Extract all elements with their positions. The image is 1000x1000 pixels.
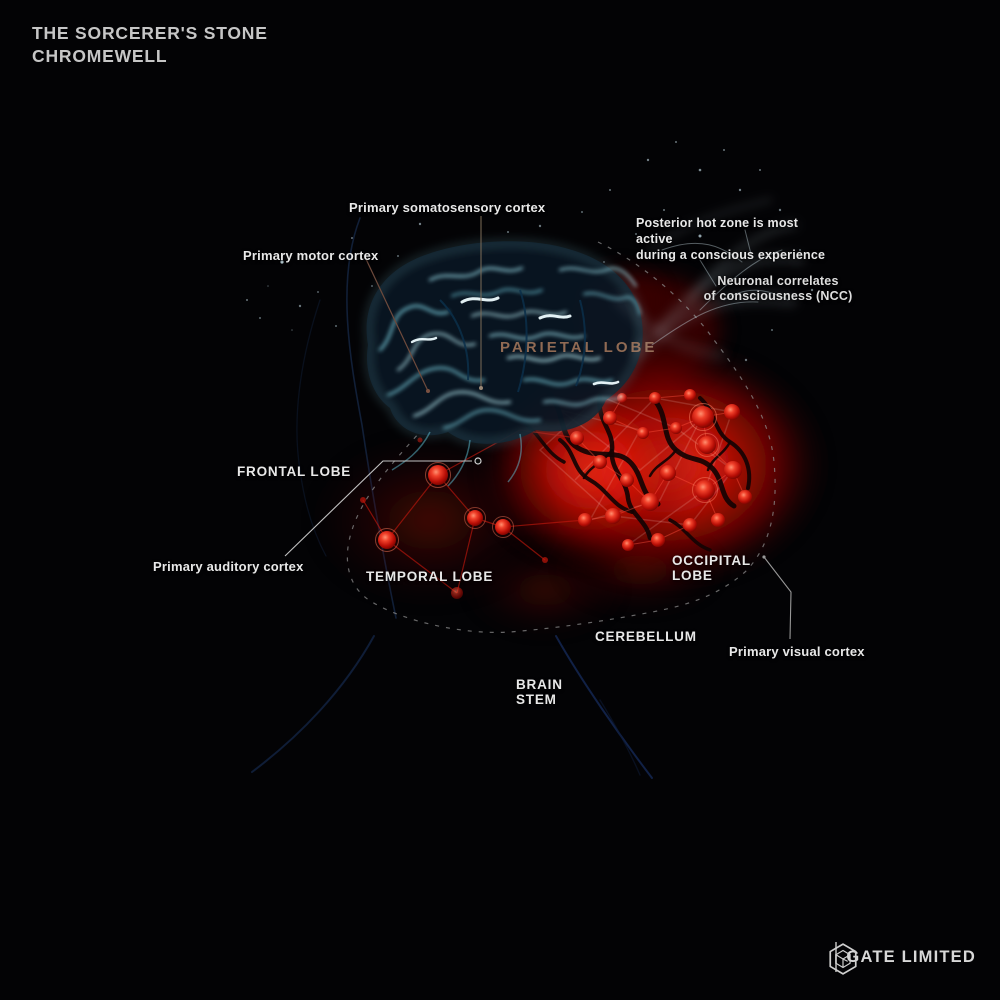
neuron-web-right: [570, 389, 752, 551]
title-line-1: THE SORCERER'S STONE: [32, 23, 268, 43]
visual-leader-line: [763, 556, 792, 640]
label-brain-stem: BRAIN STEM: [516, 677, 563, 707]
frontal-leader-line: [284, 460, 472, 557]
neuron-web-left: [360, 429, 586, 599]
label-visual-cortex: Primary visual cortex: [729, 644, 865, 659]
posterior-line-2: during a conscious experience: [636, 248, 826, 262]
label-frontal-lobe: FRONTAL LOBE: [237, 464, 352, 479]
label-temporal-lobe: TEMPORAL LOBE: [366, 569, 494, 584]
hexagon-cube-icon: [829, 943, 858, 975]
title-line-2: CHROMEWELL: [32, 46, 168, 66]
motor-leader-line: [365, 258, 429, 392]
occipital-line-2: LOBE: [672, 568, 713, 583]
label-cerebellum: CEREBELLUM: [595, 629, 697, 644]
smoke-wisps: [614, 197, 805, 361]
brainstem-line-2: STEM: [516, 692, 557, 707]
ncc-line-1: Neuronal correlates: [717, 274, 839, 288]
brand-footer: GATE LIMITED: [826, 942, 976, 975]
ncc-line-2: of consciousness (NCC): [703, 288, 853, 303]
label-motor-cortex: Primary motor cortex: [243, 248, 379, 263]
album-title: THE SORCERER'S STONE CHROMEWELL: [32, 22, 268, 68]
annotation-leader-lines: [284, 216, 792, 640]
brand-name: GATE LIMITED: [846, 947, 976, 966]
label-auditory-cortex: Primary auditory cortex: [153, 559, 304, 574]
label-posterior-hot-zone: Posterior hot zone is most active during…: [636, 215, 836, 263]
label-occipital-lobe: OCCIPITAL LOBE: [672, 553, 751, 583]
dashed-brain-contour: [346, 241, 776, 634]
brainstem-line-1: BRAIN: [516, 677, 563, 692]
label-somatosensory-cortex: Primary somatosensory cortex: [349, 200, 546, 215]
posterior-line-1: Posterior hot zone is most active: [636, 216, 799, 246]
star-speckles: [246, 141, 814, 362]
occipital-line-1: OCCIPITAL: [672, 553, 751, 568]
label-ncc: Neuronal correlates of consciousness (NC…: [698, 274, 858, 303]
cyan-brain-art: PARIETAL LOBE: [365, 239, 657, 487]
parietal-lobe-label: PARIETAL LOBE: [500, 339, 657, 356]
